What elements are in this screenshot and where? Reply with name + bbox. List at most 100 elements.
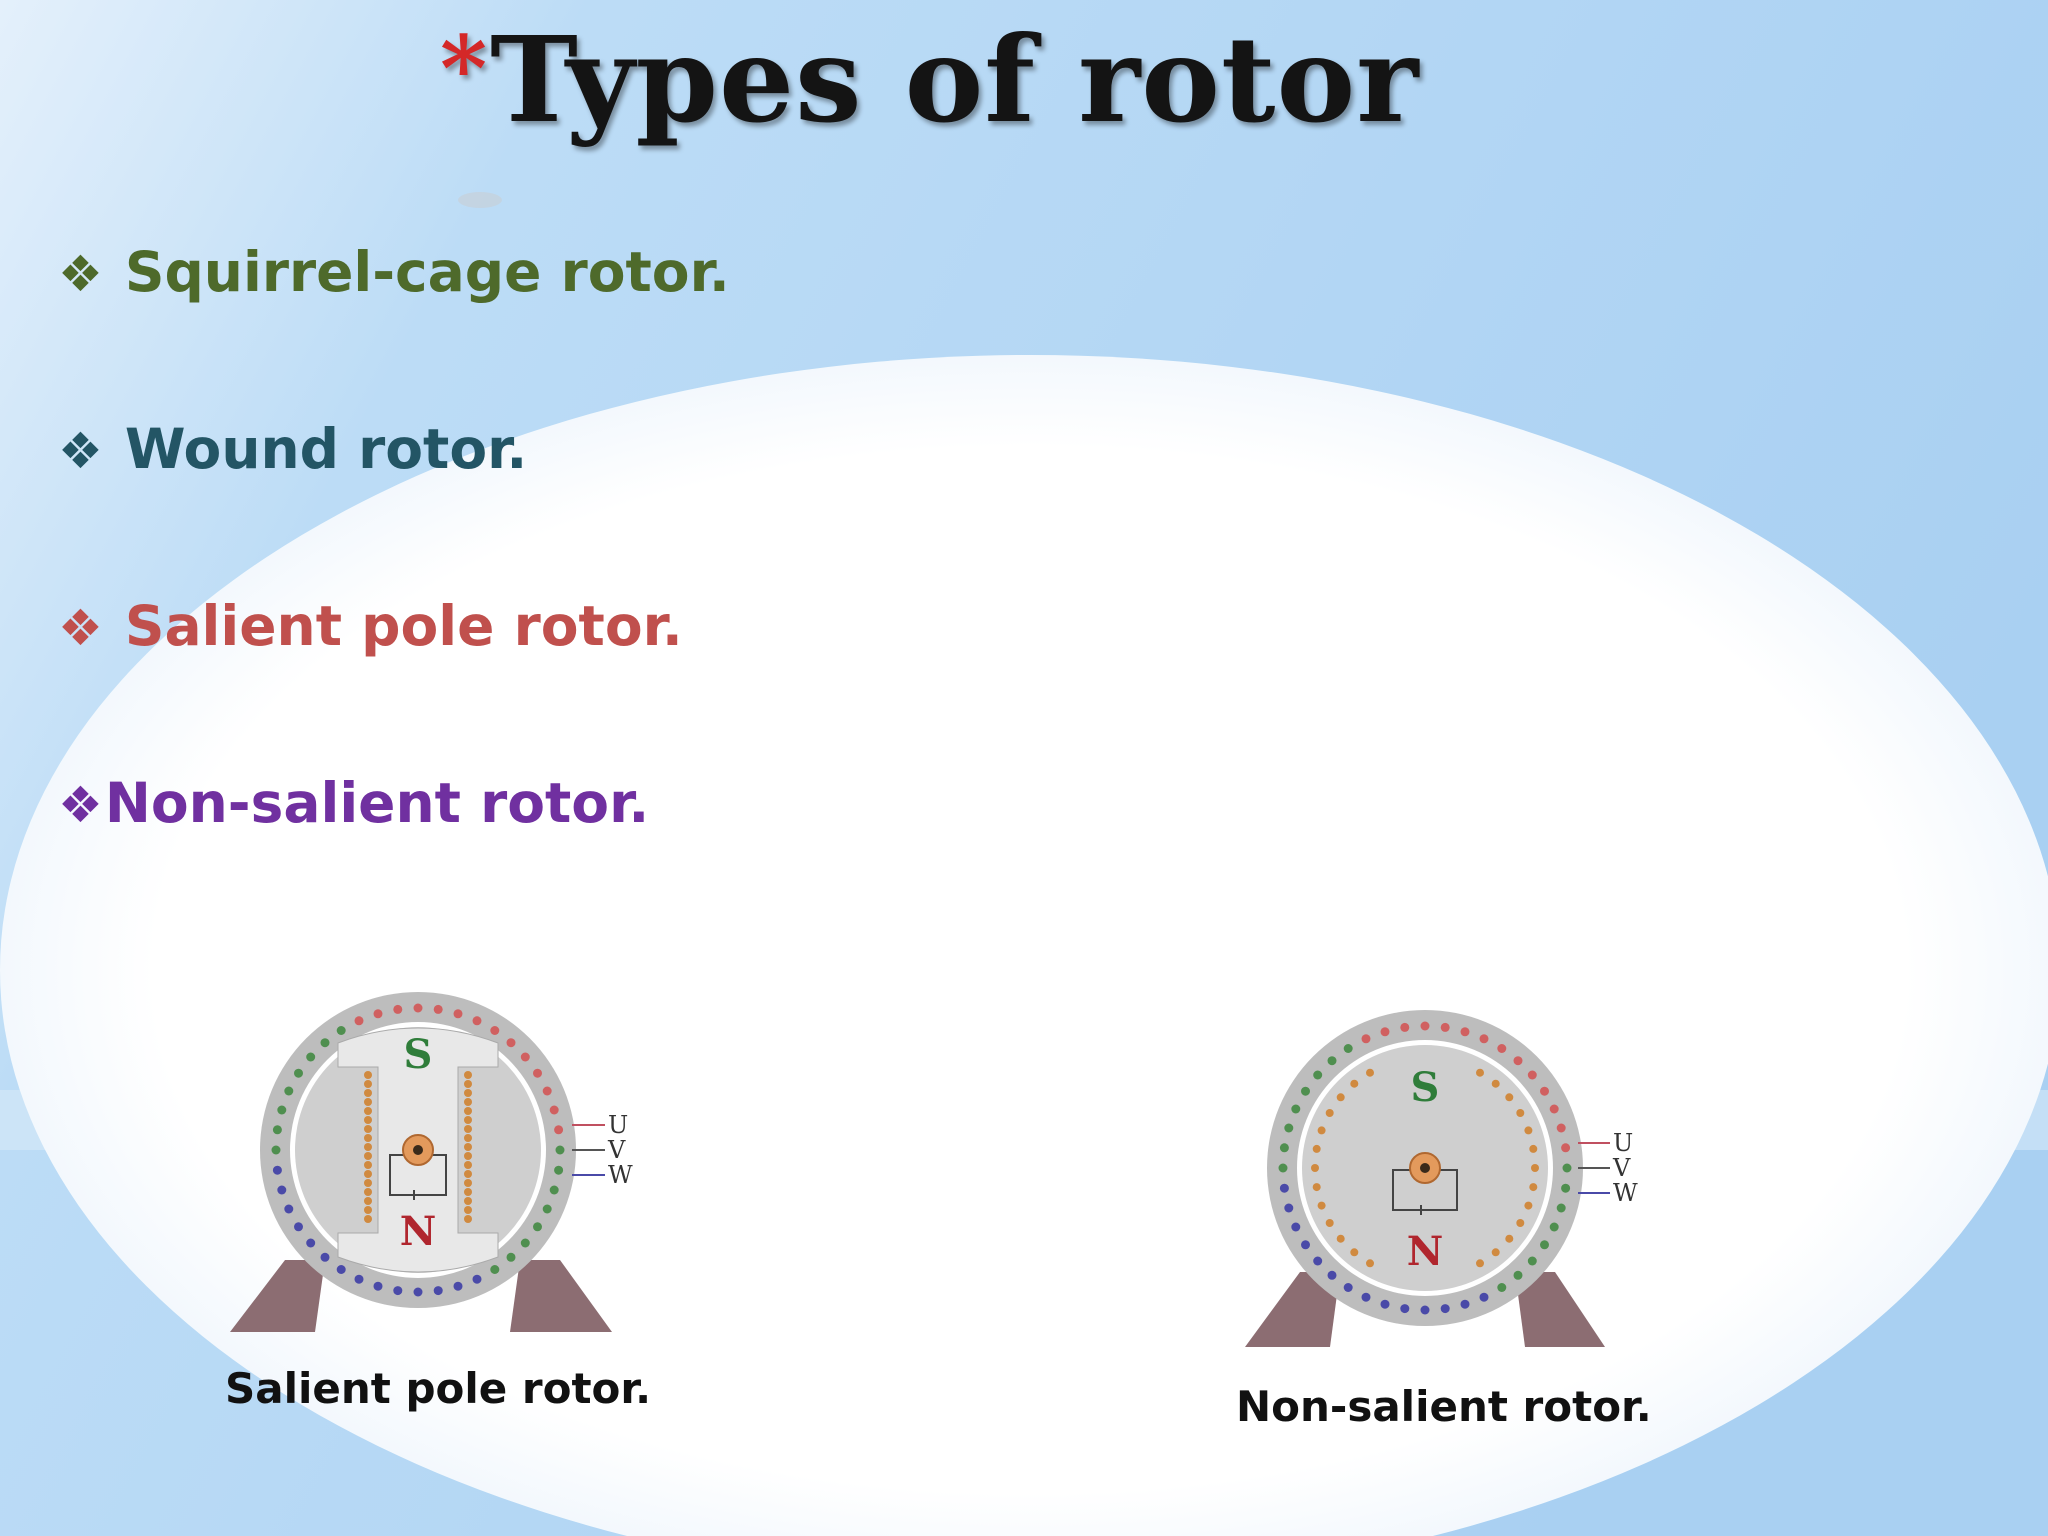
stator-slot (373, 1009, 383, 1019)
stator-slot (284, 1086, 294, 1096)
stator-slot (472, 1274, 482, 1284)
stator-slot (1527, 1256, 1537, 1266)
stator-slot (1380, 1299, 1390, 1309)
coil-turn (364, 1215, 372, 1223)
coil-turn (364, 1179, 372, 1187)
stator-slot (1497, 1283, 1507, 1292)
stator-slot (1327, 1270, 1337, 1280)
stator-slot (320, 1038, 330, 1048)
stator-slot (555, 1145, 565, 1155)
pole-label-top: S (1411, 1064, 1440, 1111)
terminal-v: V (1612, 1154, 1631, 1182)
non-salient-rotor-diagram: S N U V W (1245, 1010, 1638, 1347)
stator-slot (1460, 1027, 1470, 1037)
bullet-salient-pole: ❖ Salient pole rotor. (58, 594, 683, 658)
stator-slot (453, 1281, 463, 1291)
coil-turn (364, 1188, 372, 1196)
stator-slot (272, 1165, 282, 1175)
title-text: Types of rotor (490, 10, 1420, 149)
rotor-slot (1505, 1234, 1514, 1243)
stator-slot (554, 1125, 564, 1135)
rotor-slot (1350, 1079, 1359, 1088)
bullet-non-salient: ❖Non-salient rotor. (58, 771, 649, 835)
stator-slot (1562, 1163, 1572, 1173)
coil-turn (464, 1152, 472, 1160)
stator-slot (453, 1009, 463, 1019)
coil-turn (464, 1134, 472, 1142)
stator-slot (433, 1004, 443, 1014)
terminal-w: W (1613, 1179, 1638, 1207)
stator-slot (277, 1185, 287, 1195)
bullet-text: Squirrel-cage rotor. (124, 240, 730, 304)
coil-turn (464, 1107, 472, 1115)
rotor-slot (1336, 1234, 1345, 1243)
stator-slot (490, 1265, 500, 1274)
stator-slot (284, 1204, 294, 1214)
diamond-bullet-icon: ❖ (58, 422, 103, 480)
stator-slot (433, 1286, 443, 1296)
terminal-u: U (1613, 1129, 1633, 1157)
slide-title: *Types of rotor (440, 10, 1419, 149)
rotor-slot (1491, 1248, 1500, 1257)
stator-slot (549, 1185, 559, 1195)
stator-slot (294, 1222, 303, 1232)
stator-slot (272, 1125, 282, 1135)
rotor-slot (1505, 1093, 1514, 1102)
stator-slot (1400, 1304, 1410, 1314)
stator-slot (354, 1274, 364, 1284)
stator-slot (1313, 1256, 1323, 1266)
coil-turn (464, 1116, 472, 1124)
stator-slot (373, 1281, 383, 1291)
rotor-slot (1476, 1259, 1484, 1268)
stator-slot (1561, 1183, 1571, 1193)
title-shadow-dots (458, 192, 502, 208)
diamond-bullet-icon: ❖ (58, 599, 103, 657)
coil-turn (364, 1206, 372, 1214)
coil-turn (464, 1161, 472, 1169)
stator-slot (1479, 1292, 1489, 1302)
bullet-wound: ❖ Wound rotor. (58, 417, 527, 481)
stator-slot (533, 1068, 542, 1078)
coil-turn (464, 1089, 472, 1097)
pole-label-bottom: N (400, 1208, 437, 1255)
coil-turn (464, 1170, 472, 1178)
coil-turn (364, 1125, 372, 1133)
stator-slot (1479, 1034, 1489, 1044)
stator-slot (472, 1016, 482, 1026)
stator-slot (1291, 1104, 1301, 1114)
stator-slot (336, 1265, 346, 1274)
stator-slot (271, 1145, 281, 1155)
coil-turn (464, 1098, 472, 1106)
stator-slot (320, 1252, 330, 1262)
stator-slot (294, 1068, 303, 1078)
stator-slot (1540, 1086, 1549, 1096)
coil-turn (364, 1143, 372, 1151)
stator-slot (393, 1004, 403, 1014)
rotor-slot (1317, 1126, 1326, 1135)
stator-slot (393, 1286, 403, 1296)
stator-slot (1361, 1034, 1371, 1044)
coil-turn (464, 1179, 472, 1187)
stator-slot (1420, 1021, 1430, 1031)
rotor-slot (1476, 1068, 1484, 1077)
stator-slot (1291, 1222, 1301, 1232)
rotor-slot (1366, 1259, 1374, 1268)
bullet-text: Wound rotor. (124, 417, 528, 481)
stator-slot (1549, 1104, 1559, 1114)
salient-rotor-diagram: S N U V W (230, 992, 633, 1332)
right-leg (1515, 1272, 1605, 1347)
coil-turn (364, 1071, 372, 1079)
coil-turn (364, 1098, 372, 1106)
coil-turn (364, 1116, 372, 1124)
left-leg (1245, 1272, 1340, 1347)
stator-slot (1284, 1123, 1294, 1133)
stator-slot (1513, 1270, 1523, 1280)
stator-slot (1540, 1240, 1549, 1250)
stator-slot (1327, 1056, 1337, 1066)
coil-turn (464, 1188, 472, 1196)
stator-slot (1440, 1304, 1450, 1314)
bullet-text: Salient pole rotor. (124, 594, 683, 658)
stator-slot (490, 1026, 500, 1035)
stator-slot (1278, 1163, 1288, 1173)
coil-turn (364, 1089, 372, 1097)
